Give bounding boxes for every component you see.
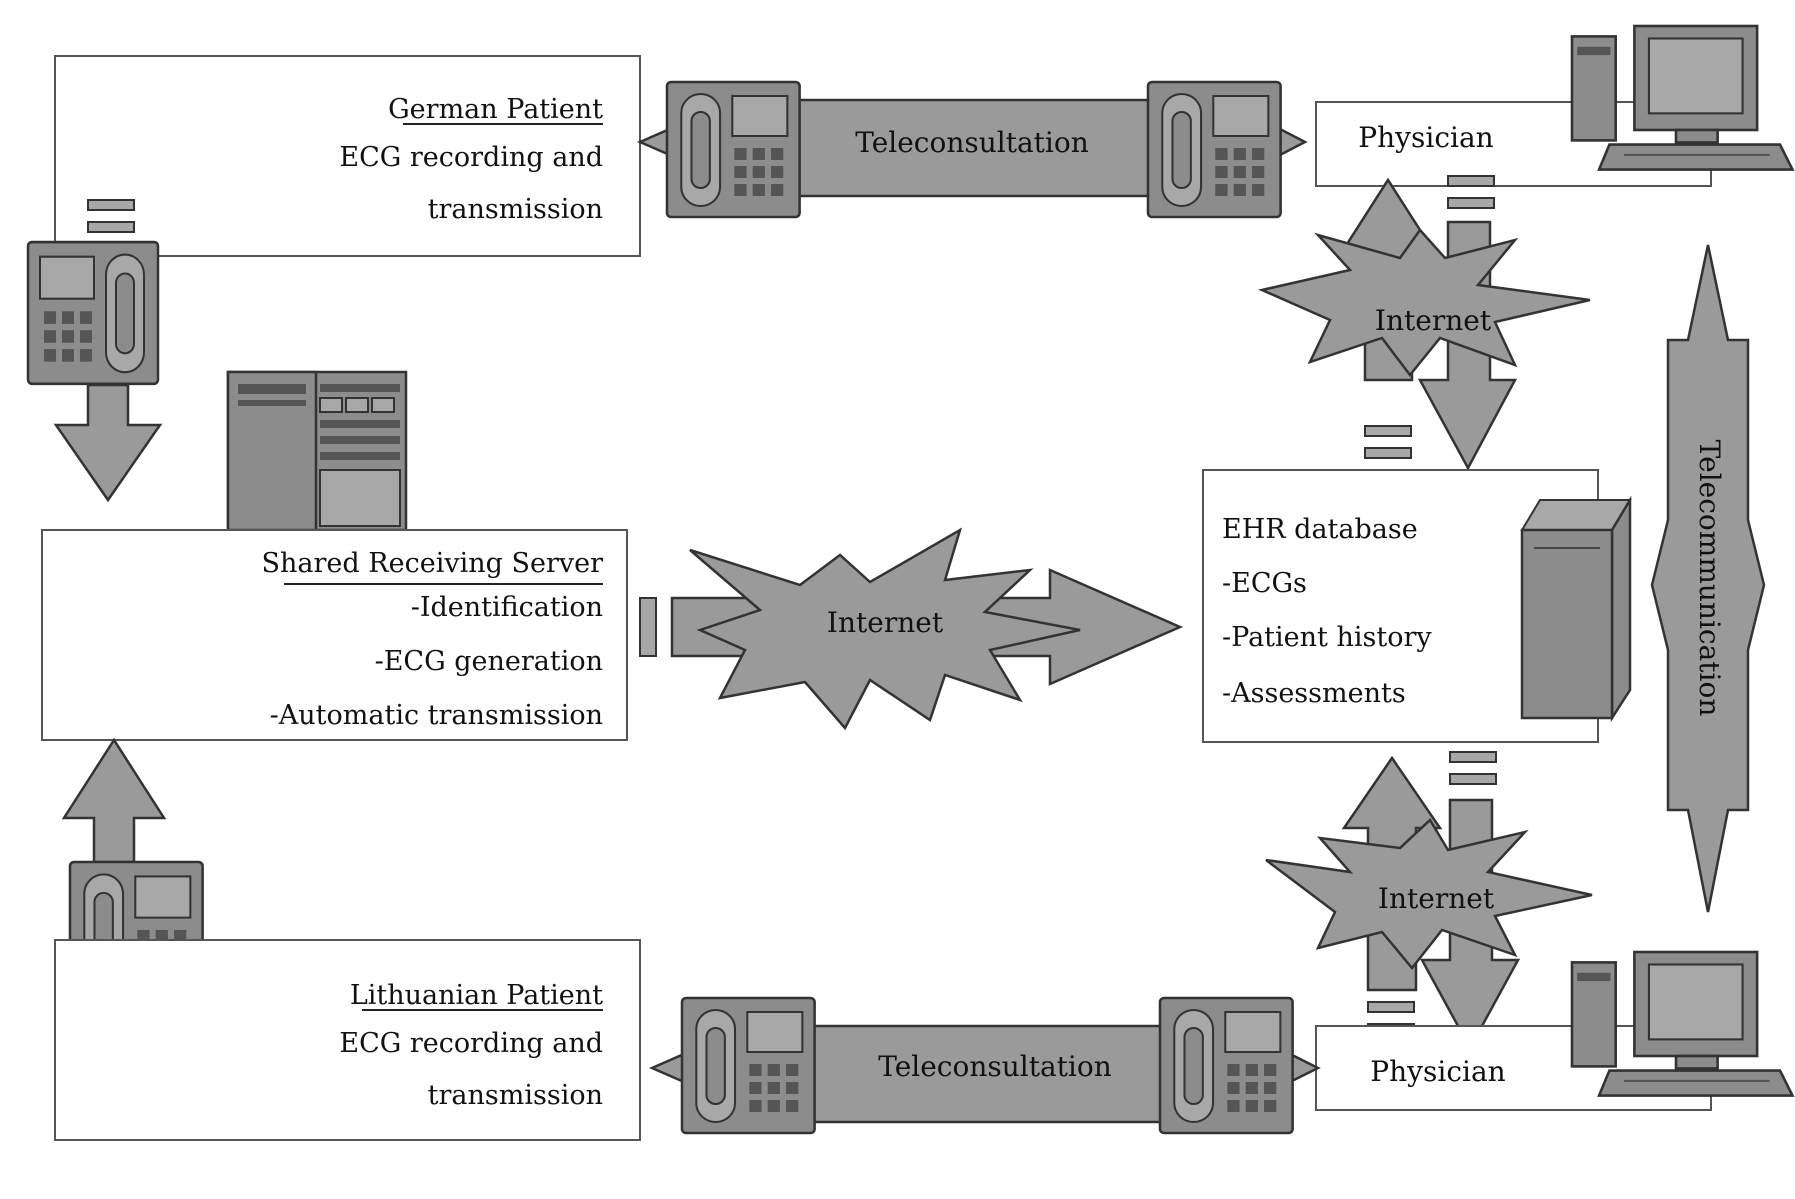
ehr-title: EHR database [1222, 514, 1418, 545]
server-box: Shared Receiving Server -Identification … [41, 529, 628, 741]
teleconsultation-top-label: Teleconsultation [855, 126, 1089, 159]
ehr-item-1: -ECGs [1222, 568, 1307, 599]
internet-top-link: Internet [1258, 175, 1591, 471]
database-server-icon [1520, 495, 1632, 723]
lithuanian-patient-box: Lithuanian Patient ECG recording and tra… [54, 939, 641, 1141]
bars-icon [1449, 751, 1497, 785]
phone-icon [1158, 996, 1294, 1135]
phone-icon [1146, 80, 1282, 219]
lithuanian-patient-line2: transmission [428, 1080, 603, 1111]
german-down-arrow [53, 383, 163, 503]
german-phone-icon [26, 240, 160, 386]
server-hardware-icon [226, 370, 408, 532]
internet-bottom-label: Internet [1378, 882, 1495, 915]
phone-icon [665, 80, 801, 219]
german-patient-box: German Patient ECG recording and transmi… [54, 55, 641, 257]
phone-icon [680, 996, 816, 1135]
server-item-3: -Automatic transmission [270, 700, 603, 731]
internet-bottom-link: Internet [1265, 751, 1593, 1051]
lithuanian-up-arrow [61, 737, 167, 864]
physician-bottom-box: Physician [1315, 1025, 1712, 1111]
server-title: Shared Receiving Server [262, 548, 604, 579]
physician-bottom-label: Physician [1370, 1055, 1505, 1088]
internet-center-link: Internet [639, 527, 1184, 731]
telecommunication-label: Telecommunication [1693, 440, 1726, 717]
teleconsultation-bottom-label: Teleconsultation [878, 1050, 1112, 1083]
german-patient-line1: ECG recording and [339, 142, 603, 173]
internet-center-label: Internet [827, 606, 944, 639]
physician-top-label: Physician [1358, 121, 1493, 154]
german-patient-title: German Patient [388, 94, 603, 125]
internet-top-label: Internet [1375, 304, 1492, 337]
server-item-2: -ECG generation [375, 646, 603, 677]
teleconsultation-top-band: Teleconsultation [636, 80, 1308, 219]
lithuanian-patient-line1: ECG recording and [339, 1028, 603, 1059]
lithuanian-patient-title: Lithuanian Patient [350, 980, 603, 1011]
server-item-1: -Identification [411, 592, 603, 623]
german-patient-line2: transmission [428, 194, 603, 225]
ehr-item-2: -Patient history [1222, 622, 1432, 653]
bars-icon [1447, 175, 1495, 209]
teleconsultation-bottom-band: Teleconsultation [648, 996, 1321, 1135]
ehr-item-3: -Assessments [1222, 678, 1406, 709]
telecommunication-link: Telecommunication [1650, 244, 1766, 913]
bars-icon [1364, 425, 1412, 459]
